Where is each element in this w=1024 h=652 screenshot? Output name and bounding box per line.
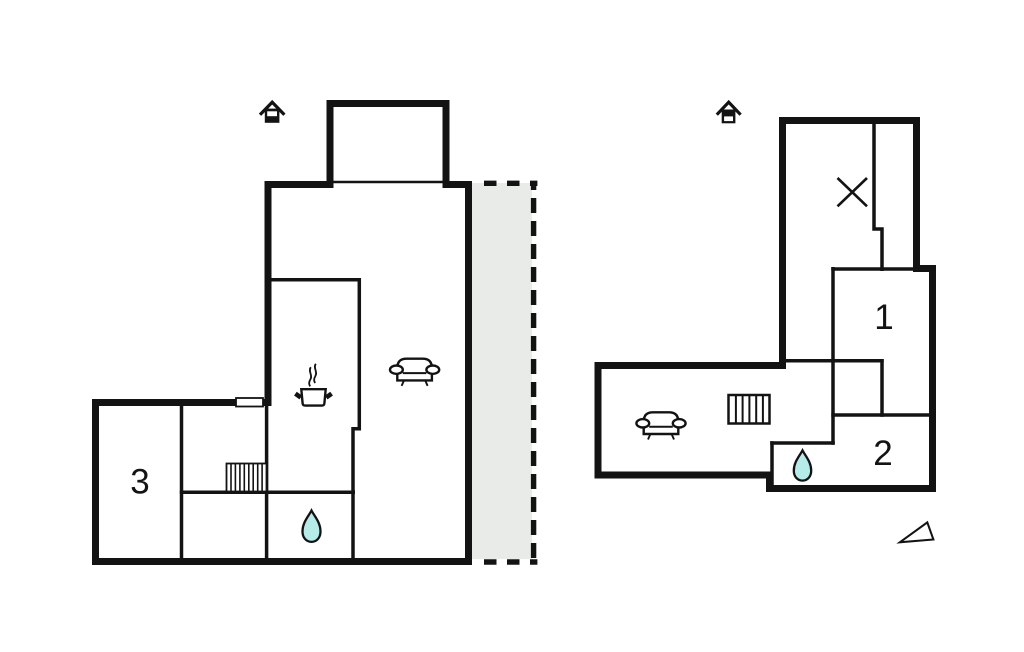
svg-text:2: 2 [873,434,892,473]
svg-text:1: 1 [874,298,893,337]
svg-text:3: 3 [130,462,149,501]
